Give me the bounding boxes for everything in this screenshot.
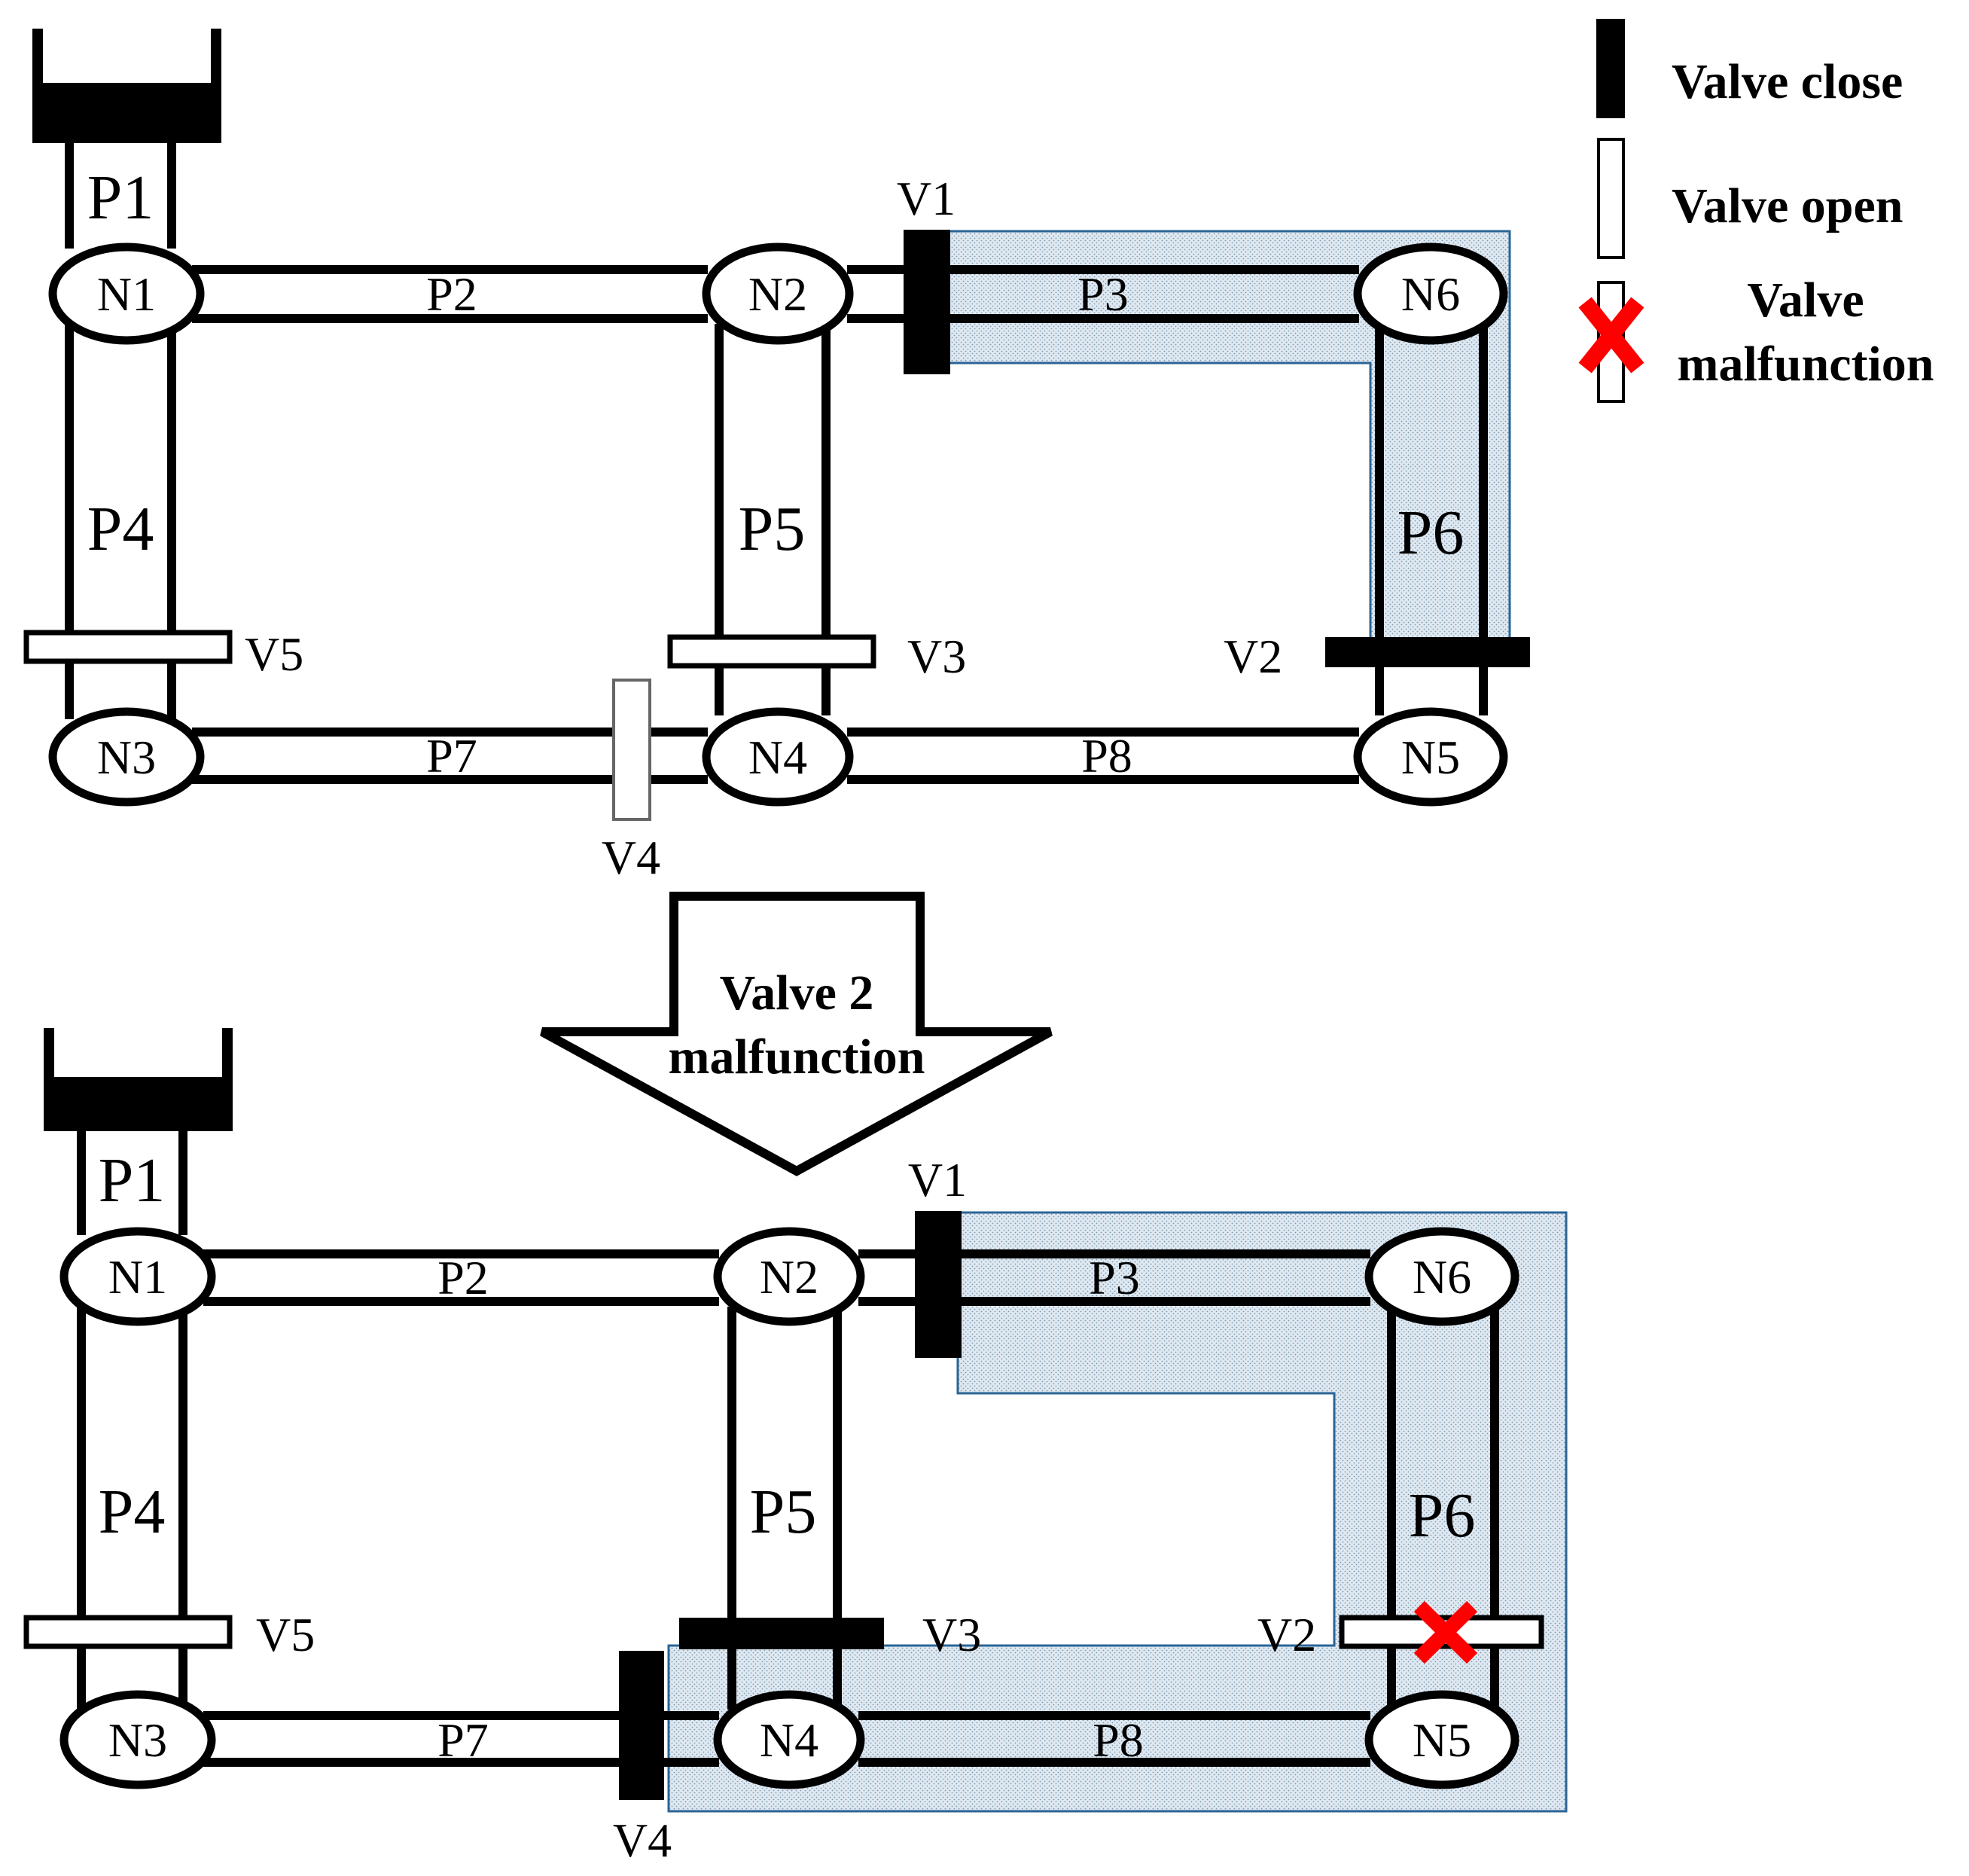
legend-valve-malfunction-label-2: malfunction: [1677, 337, 1934, 392]
top-diagram: N1 N2 N6 N3 N4 N5 P1 P2 P3 P4 P5 P6 P7 P…: [23, 29, 1530, 884]
top-pipe-p4: P4: [87, 494, 154, 564]
top-pipe-p5: P5: [739, 494, 806, 564]
bottom-valve-label-v4: V4: [613, 1813, 672, 1867]
bottom-valve-label-v2: V2: [1257, 1608, 1316, 1661]
arrow-label-line2: malfunction: [668, 1030, 925, 1084]
bottom-pipe-p2: P2: [437, 1251, 489, 1304]
bottom-valve-label-v1: V1: [908, 1153, 967, 1206]
bottom-valve-v1-closed: [915, 1211, 962, 1358]
bottom-node-n6: N6: [1413, 1250, 1471, 1304]
bottom-reservoir: [44, 1028, 233, 1131]
bottom-isolation-zone: [667, 1211, 1568, 1813]
legend-malfunction-x-icon: [1578, 297, 1644, 374]
top-pipe-p7: P7: [426, 729, 477, 782]
legend-valve-open-label: Valve open: [1672, 178, 1903, 233]
top-valve-v4-open: [612, 679, 651, 821]
top-pipe-p1: P1: [87, 163, 154, 233]
bottom-pipe-p5: P5: [750, 1477, 817, 1547]
bottom-valve-label-v3: V3: [922, 1608, 981, 1661]
bottom-valve-v3-closed: [679, 1618, 884, 1649]
bottom-node-n3: N3: [108, 1713, 167, 1767]
top-node-n2: N2: [748, 267, 807, 321]
bottom-malfunction-x-icon: [1413, 1600, 1478, 1664]
bottom-pipe-p3: P3: [1089, 1251, 1140, 1304]
bottom-node-n1: N1: [108, 1250, 167, 1304]
bottom-pipe-p7: P7: [437, 1713, 489, 1767]
bottom-node-n4: N4: [760, 1713, 818, 1767]
top-valve-v3-open: [667, 634, 876, 669]
legend-valve-close-label: Valve close: [1672, 54, 1903, 109]
top-valve-label-v2: V2: [1224, 630, 1282, 683]
top-valve-v5-open: [23, 630, 233, 664]
top-valve-label-v3: V3: [907, 630, 966, 683]
bottom-pipe-p4: P4: [99, 1477, 166, 1547]
legend-valve-close-symbol: [1596, 19, 1625, 118]
top-valve-label-v1: V1: [897, 172, 956, 225]
top-node-n5: N5: [1401, 731, 1460, 784]
top-valve-label-v5: V5: [245, 627, 303, 681]
legend: Valve close Valve open Valve malfunction: [1578, 19, 1934, 403]
bottom-node-n5: N5: [1413, 1713, 1471, 1767]
bottom-valve-v5-open: [23, 1615, 233, 1649]
top-reservoir: [32, 29, 221, 143]
top-pipe-p2: P2: [426, 267, 477, 321]
bottom-node-n2: N2: [760, 1250, 818, 1304]
bottom-pipe-p1: P1: [99, 1145, 166, 1216]
bottom-diagram: N1 N2 N6 N3 N4 N5 P1 P2 P3 P4 P5 P6 P7 P…: [23, 1028, 1568, 1867]
bottom-pipe-p6: P6: [1409, 1481, 1476, 1551]
top-pipe-p3: P3: [1077, 267, 1129, 321]
top-node-n6: N6: [1401, 267, 1460, 321]
top-valve-v2-closed: [1325, 637, 1530, 667]
legend-valve-malfunction-label-1: Valve: [1747, 273, 1864, 328]
transition-arrow: Valve 2 malfunction: [540, 892, 1053, 1176]
top-node-n3: N3: [97, 731, 156, 784]
legend-valve-open-symbol: [1597, 138, 1625, 259]
top-pipe-p8: P8: [1081, 729, 1132, 782]
bottom-pipe-p8: P8: [1093, 1713, 1144, 1767]
bottom-valve-label-v5: V5: [256, 1608, 315, 1661]
top-node-n1: N1: [97, 267, 156, 321]
top-node-n4: N4: [748, 731, 807, 784]
bottom-valve-v4-closed: [619, 1651, 664, 1800]
top-valve-label-v4: V4: [602, 831, 660, 884]
top-pipe-p6: P6: [1398, 498, 1465, 568]
arrow-label-line1: Valve 2: [720, 965, 874, 1020]
top-valve-v1-closed: [904, 230, 950, 374]
